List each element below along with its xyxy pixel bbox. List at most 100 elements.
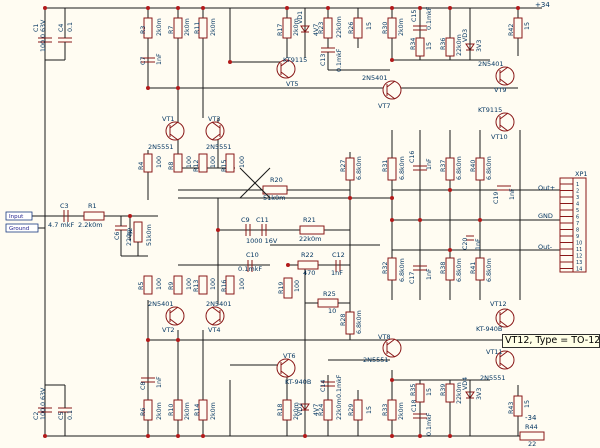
r30-value: 2k0m (398, 18, 405, 36)
zener-vd2: VD2 4V7 (297, 403, 320, 416)
connector-pin-label: 13 (576, 260, 582, 266)
c4-value: 0.1 (67, 22, 74, 32)
c5-value: 0.1 (67, 410, 74, 420)
vt6-type: KT-940B (285, 378, 311, 386)
resistor-r18: R18 2k0m (277, 399, 300, 421)
input-port: Input (5, 211, 33, 221)
r11-value: 2k0m (210, 18, 217, 36)
c19-value: 1nF (509, 188, 516, 200)
zener-vd4: VD4 3V3 (462, 377, 483, 436)
c18-ref: C18 (411, 400, 418, 412)
r18-value: 2k0m (293, 402, 300, 420)
capacitor-c10: C10 0.1mkF (238, 251, 262, 273)
r33-value: 2k0m (398, 402, 405, 420)
r21-ref: R21 (303, 216, 316, 224)
resistor-r13: R13 100 (193, 275, 217, 295)
resistor-r10: R10 2k0m (168, 399, 191, 421)
transistor-vt12: VT12 KT-940B (476, 300, 515, 333)
capacitor-c7: C7 1nF (140, 53, 163, 65)
capacitor-c9-c11: C9 C11 1000 16V (241, 216, 278, 245)
capacitor-c3: C3 4.7 mkF (48, 202, 74, 229)
resistor-r33: R33 2k0m (382, 399, 405, 421)
r22-ref: R22 (301, 251, 314, 259)
r35-ref: R35 (410, 384, 417, 396)
vt3-ref: VT3 (208, 115, 221, 123)
resistor-r17: R17 2k0m (277, 17, 300, 39)
transistor-vt10: KT9115 VT10 (478, 106, 515, 141)
transistor-vt1: VT1 2N5551 (148, 115, 185, 151)
r29-value: 15 (366, 406, 373, 414)
c18-value: 0.1mkF (426, 412, 433, 436)
r10-value: 2k0m (184, 402, 191, 420)
connector-pin-label: 5 (576, 208, 579, 214)
r23-value: 22k0m (336, 16, 343, 38)
resistor-r8: R8 100 (168, 153, 193, 173)
r14-ref: R14 (194, 404, 201, 416)
capacitor-c12: C12 1nF (331, 251, 345, 277)
r19-value: 100 (294, 280, 301, 292)
vd3-value: 3V3 (476, 40, 483, 52)
capacitor-c14: C14 0.1mkF (320, 374, 343, 398)
resistor-r29: R29 15 (348, 399, 373, 421)
c8-value: 1nF (156, 376, 163, 388)
vt12-ref: VT12 (490, 300, 507, 308)
c17-ref: C17 (409, 272, 416, 284)
c2-value: 100.0 63V (40, 387, 47, 420)
r6-ref: R6 (140, 408, 147, 416)
r26-value: 15 (366, 22, 373, 30)
resistor-r3: R3 2k0m (140, 17, 163, 39)
vt2-type: 2N5401 (148, 300, 174, 308)
r5-ref: R5 (138, 282, 145, 290)
r44-ref: R44 (525, 423, 538, 431)
vt1-ref: VT1 (162, 115, 175, 123)
capacitor-c16: C16 1nF (409, 151, 433, 171)
r27-value: 6.8k0m (356, 156, 363, 180)
transistor-vt3: VT3 2N5551 (205, 115, 232, 151)
capacitor-c18: C18 0.1mkF (411, 400, 433, 436)
vt6-ref: VT6 (283, 352, 296, 360)
connector-pin-label: 3 (576, 195, 579, 201)
connector-pin-label: 7 (576, 221, 579, 227)
r27-ref: R27 (340, 160, 347, 172)
connector-pin-label: 12 (576, 254, 582, 260)
resistor-r25: R25 10 (305, 290, 350, 315)
resistor-r27: R27 6.8k0m (340, 156, 363, 181)
gnd-label: GND (538, 212, 553, 220)
r32-ref: R32 (382, 262, 389, 274)
vt5-type: KT9115 (283, 56, 307, 64)
vt3-type: 2N5551 (206, 143, 232, 151)
r7-ref: R7 (168, 26, 175, 34)
r38-ref: R38 (440, 262, 447, 274)
connector-pin-label: 8 (576, 228, 579, 234)
r26-ref: R26 (348, 22, 355, 34)
r25-ref: R25 (323, 290, 336, 298)
resistor-r40: R40 6.8k0m (470, 156, 493, 181)
c10-value: 0.1mkF (238, 265, 262, 273)
c20-ref: C20 (462, 238, 469, 250)
c3-value: 4.7 mkF (48, 221, 74, 229)
r13-ref: R13 (193, 280, 200, 292)
vt9-ref: VT9 (494, 86, 507, 94)
resistor-r11: R11 2k0m (194, 17, 217, 39)
vt10-type: KT9115 (478, 106, 502, 114)
connector-pin-label: 1 (576, 182, 579, 188)
r10-ref: R10 (168, 404, 175, 416)
r28-value: 6.8k0m (356, 310, 363, 334)
c2-ref: C2 (33, 412, 40, 420)
r39-value: 22k0m (456, 382, 463, 404)
transistor-vt5: KT9115 VT5 (276, 56, 307, 88)
resistor-r24: R24 22k0m (318, 398, 343, 421)
vd2-value: 4V7 (313, 404, 320, 416)
c7-ref: C7 (140, 57, 147, 65)
r2-ref: R2 (127, 228, 134, 236)
r16-value: 100 (239, 278, 246, 290)
c14-ref: C14 (320, 380, 327, 392)
r4-value: 100 (156, 156, 163, 168)
r3-value: 2k0m (156, 18, 163, 36)
ground-port-label: Ground (9, 226, 29, 232)
connector-pin-label: 14 (576, 267, 582, 273)
r29-ref: R29 (348, 404, 355, 416)
r8-ref: R8 (168, 162, 175, 170)
